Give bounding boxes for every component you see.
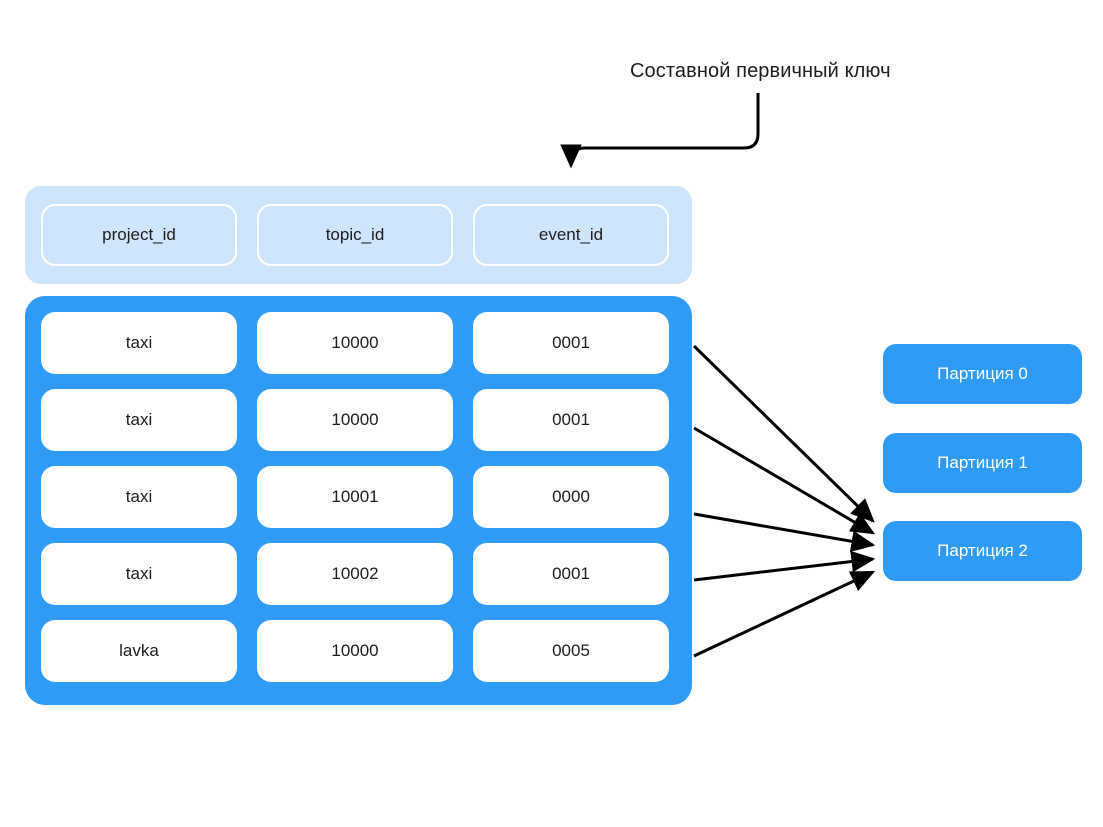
composite-key-band: project_id topic_id event_id [25, 186, 692, 284]
cell-topic-id[interactable]: 10000 [257, 312, 453, 374]
title-to-event-id-arrow [560, 93, 760, 169]
cell-value: 10002 [331, 564, 379, 583]
row-4-to-partition-2-arrow [693, 550, 876, 582]
cell-value: taxi [125, 487, 153, 506]
key-column-event-id[interactable]: event_id [473, 204, 669, 266]
page-title: Составной первичный ключ [630, 60, 891, 82]
partition-label: Партиция 1 [937, 453, 1028, 472]
cell-event-id[interactable]: 0001 [473, 543, 669, 605]
cell-value: 0000 [552, 487, 590, 506]
cell-value: 10000 [331, 333, 379, 352]
partition-0[interactable]: Партиция 0 [883, 344, 1082, 404]
cell-event-id[interactable]: 0005 [473, 620, 669, 682]
cell-value: taxi [125, 564, 153, 583]
cell-project-id[interactable]: taxi [41, 389, 237, 451]
cell-project-id[interactable]: taxi [41, 312, 237, 374]
cell-value: 0001 [552, 410, 590, 429]
cell-topic-id[interactable]: 10000 [257, 620, 453, 682]
partition-2[interactable]: Партиция 2 [883, 521, 1082, 581]
row-3-to-partition-2-arrow [693, 512, 876, 552]
data-table: taxi 10000 0001 taxi 10000 0001 taxi [25, 296, 692, 705]
key-column-label: event_id [538, 225, 604, 244]
cell-project-id[interactable]: lavka [41, 620, 237, 682]
partition-label: Партиция 0 [937, 364, 1028, 383]
table-row: taxi 10001 0000 [41, 466, 676, 528]
cell-value: 0001 [552, 564, 590, 583]
key-column-label: topic_id [325, 225, 385, 244]
table-row: taxi 10000 0001 [41, 312, 676, 374]
cell-value: 10000 [331, 641, 379, 660]
partition-1[interactable]: Партиция 1 [883, 433, 1082, 493]
cell-event-id[interactable]: 0001 [473, 389, 669, 451]
cell-value: taxi [125, 333, 153, 352]
cell-project-id[interactable]: taxi [41, 466, 237, 528]
row-1-to-partition-2-arrow [692, 344, 875, 523]
cell-value: 10001 [331, 487, 379, 506]
table-row: lavka 10000 0005 [41, 620, 676, 682]
cell-value: taxi [125, 410, 153, 429]
cell-project-id[interactable]: taxi [41, 543, 237, 605]
table-row: taxi 10000 0001 [41, 389, 676, 451]
cell-topic-id[interactable]: 10000 [257, 389, 453, 451]
cell-value: 0001 [552, 333, 590, 352]
cell-value: 10000 [331, 410, 379, 429]
row-2-to-partition-2-arrow [693, 426, 876, 535]
cell-topic-id[interactable]: 10001 [257, 466, 453, 528]
key-column-topic-id[interactable]: topic_id [257, 204, 453, 266]
cell-value: 0005 [552, 641, 590, 660]
cell-topic-id[interactable]: 10002 [257, 543, 453, 605]
table-row: taxi 10002 0001 [41, 543, 676, 605]
cell-event-id[interactable]: 0000 [473, 466, 669, 528]
row-5-to-partition-2-arrow [693, 570, 876, 658]
key-column-project-id[interactable]: project_id [41, 204, 237, 266]
cell-event-id[interactable]: 0001 [473, 312, 669, 374]
partition-label: Партиция 2 [937, 541, 1028, 560]
cell-value: lavka [119, 641, 159, 660]
key-column-label: project_id [102, 225, 176, 244]
